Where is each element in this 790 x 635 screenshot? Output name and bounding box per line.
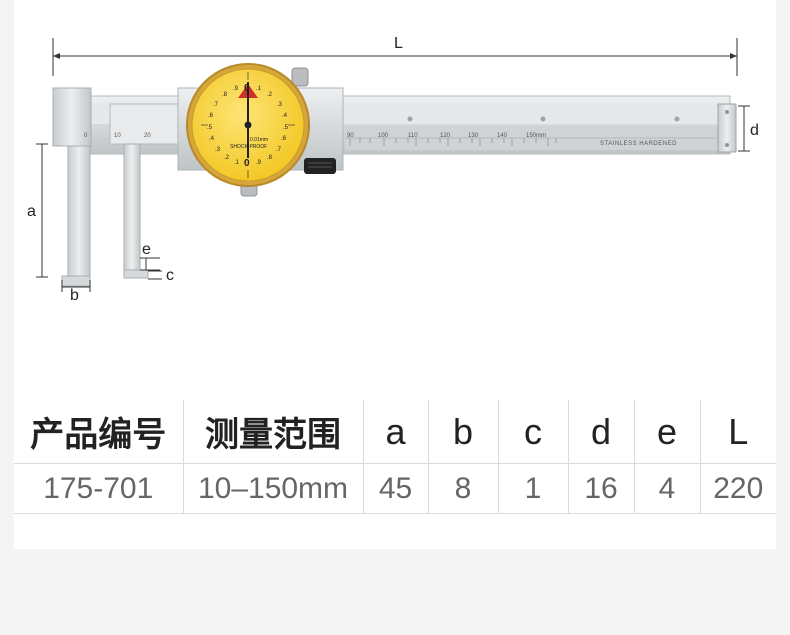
- caliper-diagram: 0 10 20 90 100 110 120 130 140 150mm STA…: [36, 38, 750, 292]
- beam-scale-number: 130: [468, 133, 479, 139]
- table-cell: 8: [428, 463, 499, 514]
- beam-scale-number: 110: [408, 133, 418, 139]
- dial-number: .4: [282, 113, 288, 119]
- beam-scale-number: 20: [144, 133, 151, 139]
- dial-zero-bottom: 0: [244, 158, 250, 169]
- table-cell: 45: [363, 463, 429, 514]
- table-row: 175-701 10–150mm 45 8 1 16 4 220: [14, 463, 776, 514]
- dial-zero-top: 0: [244, 83, 250, 94]
- spec-table: 产品编号 测量范围 a b c d e L 175-701 10–150mm 4…: [14, 400, 776, 514]
- dial-number: .2: [267, 92, 273, 98]
- dial-number: .5: [207, 125, 213, 131]
- dimension-e: [140, 257, 160, 271]
- dial-number: .7: [213, 102, 219, 108]
- table-header-cell: 测量范围: [183, 400, 364, 464]
- table-header-cell: c: [498, 400, 569, 464]
- dimension-c: [148, 270, 162, 280]
- dial-number: .3: [277, 102, 283, 108]
- beam-scale-number: 150mm: [526, 133, 546, 139]
- dial-number: .7: [276, 147, 282, 153]
- dimension-d: [738, 105, 750, 152]
- beam-scale-number: 90: [347, 133, 354, 139]
- dial-number: .9: [256, 160, 262, 166]
- dial-number: .3: [215, 147, 221, 153]
- dimension-b: [61, 280, 91, 292]
- dial-number: .8: [222, 92, 228, 98]
- table-header-row: 产品编号 测量范围 a b c d e L: [14, 400, 776, 464]
- table-header-cell: d: [568, 400, 635, 464]
- dial-number: .6: [208, 113, 214, 119]
- beam-scale-number: 140: [497, 133, 508, 139]
- table-header-cell: b: [428, 400, 499, 464]
- beam-scale-number: 120: [440, 133, 451, 139]
- dial-shock-text: SHOCK-PROOF: [230, 144, 267, 150]
- dial-number: .9: [233, 86, 239, 92]
- beam-scale-number: 10: [114, 133, 121, 139]
- dial-resolution: 0.01mm: [250, 137, 268, 143]
- dimension-L-label: L: [394, 35, 403, 52]
- table-cell: 220: [700, 463, 776, 514]
- dimension-a: [36, 143, 48, 278]
- dimension-b-label: b: [70, 287, 79, 304]
- dimension-L: [52, 38, 738, 76]
- dimension-d-label: d: [750, 122, 759, 139]
- beam-engraving: STAINLESS HARDENED: [600, 141, 677, 147]
- table-cell: 1: [498, 463, 569, 514]
- beam-scale-number: 0: [84, 133, 88, 139]
- dial-gauge: 0 0 0.01mm SHOCK-PROOF .9 .8 .7 .6 .5 .4…: [186, 63, 310, 197]
- dimension-e-label: e: [142, 241, 151, 258]
- table-header-cell: a: [363, 400, 429, 464]
- dial-number: .6: [281, 136, 287, 142]
- fixed-jaw: [52, 87, 92, 287]
- dial-number: .1: [256, 86, 262, 92]
- table-cell: 16: [568, 463, 635, 514]
- table-cell: 4: [634, 463, 701, 514]
- dimension-a-label: a: [27, 203, 36, 220]
- dial-number: .5: [283, 125, 289, 131]
- beam-scale: 0 10 20 90 100 110 120 130 140 150mm STA…: [84, 133, 677, 147]
- table-header-cell: L: [700, 400, 776, 464]
- dial-ticks: [201, 72, 295, 178]
- dimension-c-label: c: [166, 267, 174, 284]
- table-cell: 10–150mm: [183, 463, 364, 514]
- table-cell: 175-701: [14, 463, 184, 514]
- table-header-cell: 产品编号: [14, 400, 184, 464]
- dial-number: .2: [224, 155, 230, 161]
- table-header-cell: e: [634, 400, 701, 464]
- beam-scale-number: 100: [378, 133, 389, 139]
- dial-number: .1: [234, 160, 240, 166]
- dial-number: .4: [209, 136, 215, 142]
- dial-number: .8: [267, 155, 273, 161]
